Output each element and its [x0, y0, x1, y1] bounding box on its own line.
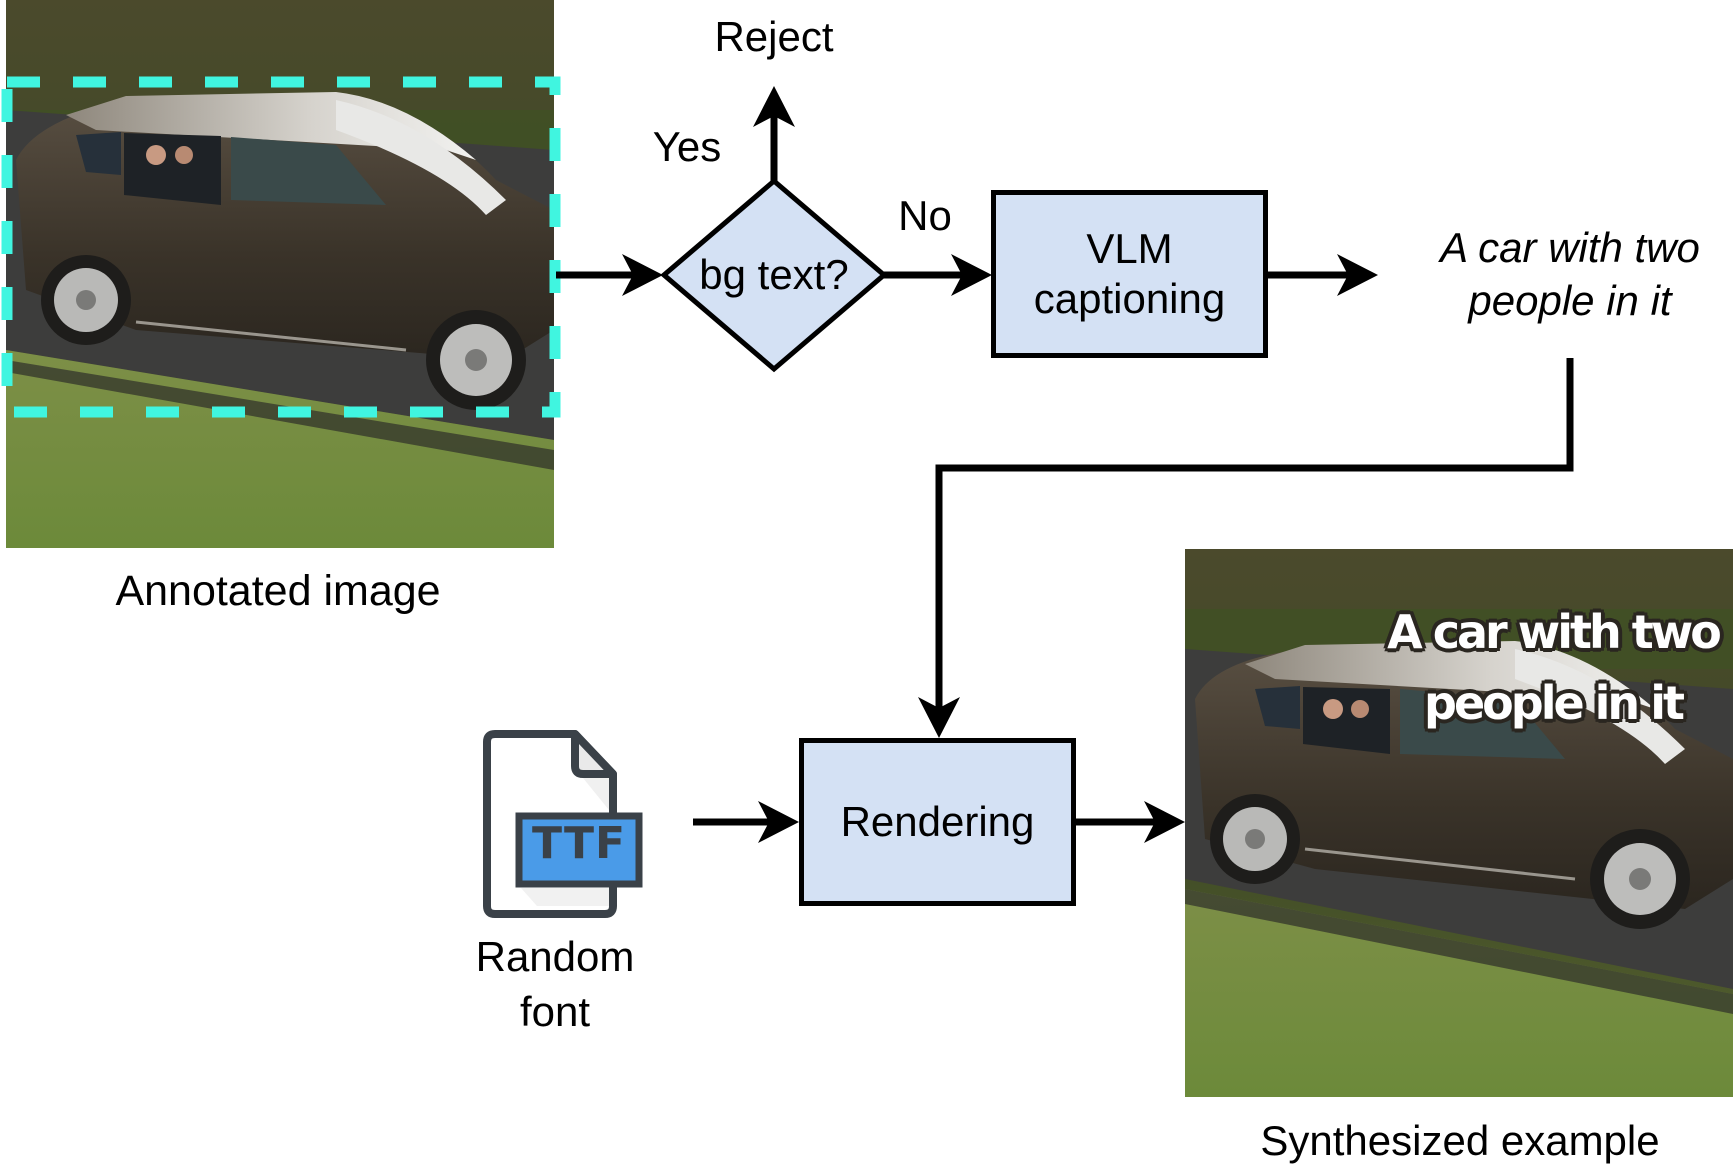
vlm-label-line2: captioning	[1033, 275, 1226, 322]
arrowhead	[753, 86, 795, 127]
synthesized-image: A car with two people in it	[1185, 549, 1733, 1097]
rendering-label: Rendering	[840, 798, 1035, 846]
car-photo	[6, 0, 554, 548]
ttf-badge-text: TTF	[531, 818, 627, 869]
arrowhead	[918, 697, 960, 738]
arrowhead	[622, 254, 663, 296]
annotated-image	[6, 0, 554, 548]
generated-caption: A car with two people in it	[1400, 222, 1733, 327]
reject-label: Reject	[714, 13, 834, 60]
caption-line2: people in it	[1468, 276, 1672, 324]
decision-label: bg text?	[699, 251, 849, 298]
arrowhead	[1337, 254, 1378, 296]
overlay-line2: people in it	[1424, 676, 1685, 731]
caption-line1: A car with two	[1440, 224, 1700, 271]
no-label: No	[898, 192, 952, 239]
arrowhead	[951, 254, 992, 296]
annotated-image-label: Annotated image	[115, 567, 441, 615]
annotation-bbox	[1, 76, 561, 418]
rendered-caption-overlay: A car with two people in it	[1363, 597, 1733, 740]
ttf-file-icon: TTF	[477, 730, 645, 920]
synthesized-example-label: Synthesized example	[1260, 1117, 1660, 1164]
rendering-box: Rendering	[799, 738, 1076, 906]
overlay-line1: A car with two	[1387, 605, 1722, 659]
yes-label: Yes	[652, 123, 722, 170]
random-font-line1: Random	[475, 933, 635, 980]
random-font-line2: font	[519, 987, 591, 1035]
vlm-captioning-box: VLM captioning	[991, 190, 1268, 358]
synthesized-car-photo	[1185, 549, 1733, 1097]
vlm-label-line1: VLM	[1086, 225, 1173, 273]
arrowhead	[1144, 801, 1185, 843]
random-font-label: Random font	[460, 930, 650, 1039]
arrowhead	[758, 801, 799, 843]
